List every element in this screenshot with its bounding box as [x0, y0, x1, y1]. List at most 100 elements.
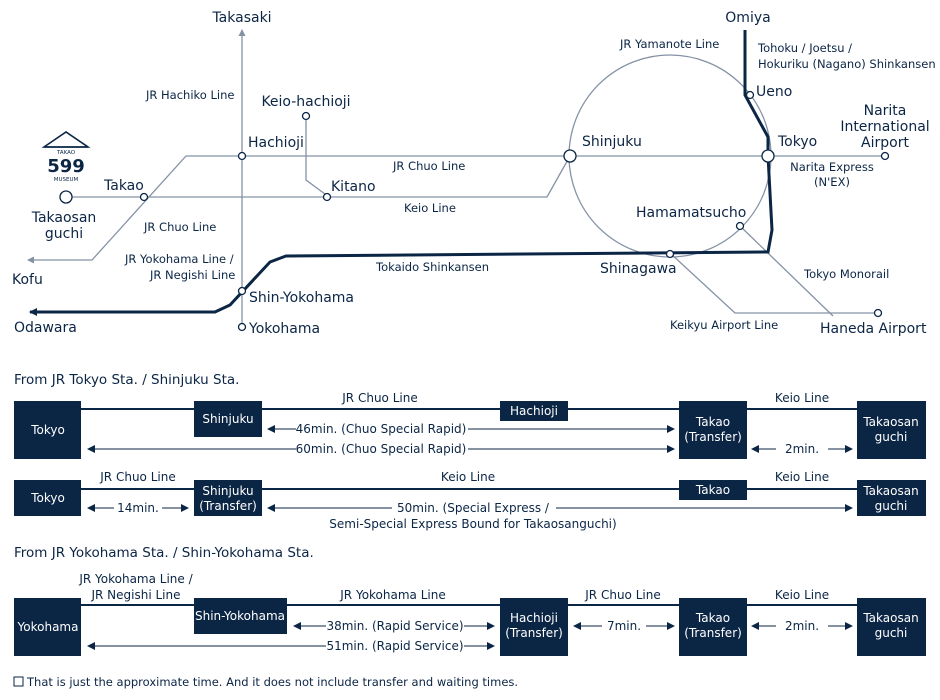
- row3-line-label-yokohama-negishi-2: JR Negishi Line: [90, 588, 180, 602]
- box-shinjuku-text: Shinjuku: [202, 412, 253, 426]
- box-hachioji-transfer: [500, 598, 568, 656]
- row1-line-label-chuo: JR Chuo Line: [341, 391, 417, 405]
- label-kofu: Kofu: [12, 272, 43, 288]
- row3-time-7: 7min.: [607, 619, 641, 633]
- section-heading-tokyo-shinjuku: From JR Tokyo Sta. / Shinjuku Sta.: [14, 372, 239, 388]
- keio-line: [66, 155, 571, 198]
- row2-time-14: 14min.: [117, 501, 159, 515]
- label-omiya: Omiya: [725, 10, 770, 26]
- label-tokyo: Tokyo: [777, 134, 817, 150]
- box-takao-2: [679, 480, 747, 500]
- label-takao: Takao: [103, 178, 144, 194]
- station-marker-takao[interactable]: [139, 192, 149, 202]
- box-shin-yokohama-text: Shin-Yokohama: [195, 609, 285, 623]
- route-row-2: Tokyo Shinjuku (Transfer) Takao Takaosan…: [14, 470, 926, 531]
- row2-line-label-keio: Keio Line: [441, 470, 495, 484]
- station-marker-keio-hachioji[interactable]: [301, 111, 311, 121]
- route-map: [27, 29, 885, 327]
- box-tokyo: [14, 401, 81, 459]
- label-yokohama-negishi-2: JR Negishi Line: [149, 268, 235, 282]
- label-narita-3: Airport: [861, 135, 909, 151]
- row1-time-60: 60min. (Chuo Special Rapid): [296, 442, 467, 456]
- station-marker-hachioji[interactable]: [237, 151, 247, 161]
- row2-line-label-chuo: JR Chuo Line: [99, 470, 175, 484]
- box-takao-text-1: Takao: [695, 415, 730, 429]
- row3-time-38: 38min. (Rapid Service): [326, 619, 463, 633]
- row3-line-label-chuo: JR Chuo Line: [584, 588, 660, 602]
- box-tokyo-2: [14, 480, 81, 516]
- box-takao-transfer-3-text-1: Takao: [695, 611, 730, 625]
- label-tohoku-2: Hokuriku (Nagano) Shinkansen: [758, 57, 936, 71]
- logo-number: 599: [47, 156, 85, 177]
- row3-line-label-yokohama-negishi-1: JR Yokohama Line /: [78, 572, 193, 586]
- box-shinjuku-transfer: [194, 480, 262, 516]
- label-tokaido-shinkansen: Tokaido Shinkansen: [375, 260, 489, 274]
- shinkansen-line: [29, 30, 774, 316]
- row1-time-46: 46min. (Chuo Special Rapid): [296, 422, 467, 436]
- box-hachioji-text: Hachioji: [510, 404, 558, 418]
- row2-line-label-keio-2: Keio Line: [775, 470, 829, 484]
- label-narita-1: Narita: [864, 103, 907, 119]
- box-takaosanguchi-text-1: Takaosan: [862, 415, 918, 429]
- route-row-3: Yokohama Shin-Yokohama Hachioji (Transfe…: [14, 572, 926, 656]
- label-narita-express-2: (N'EX): [814, 175, 850, 189]
- box-hachioji-transfer-text-2: (Transfer): [505, 626, 563, 640]
- box-takaosanguchi-text-2: guchi: [875, 430, 908, 444]
- logo-bottom-text: MUSEUM: [54, 177, 79, 183]
- label-narita-express-1: Narita Express: [790, 160, 874, 174]
- label-yokohama: Yokohama: [248, 321, 320, 337]
- row2-time-50-2: Semi-Special Express Bound for Takaosang…: [329, 517, 616, 531]
- box-takaosanguchi-2-text-2: guchi: [875, 499, 908, 513]
- section-heading-yokohama: From JR Yokohama Sta. / Shin-Yokohama St…: [14, 545, 314, 561]
- label-takasaki: Takasaki: [211, 10, 271, 26]
- label-chuo-line-top: JR Chuo Line: [392, 159, 465, 173]
- station-marker-shinagawa[interactable]: [665, 249, 675, 259]
- station-marker-narita[interactable]: [880, 151, 890, 161]
- keikyu-line: [669, 252, 878, 314]
- box-takao-transfer: [679, 401, 747, 459]
- row1-line-label-keio: Keio Line: [775, 391, 829, 405]
- box-takao-transfer-3: [679, 598, 747, 656]
- row3-time-51: 51min. (Rapid Service): [326, 639, 463, 653]
- box-yokohama: [14, 598, 81, 656]
- label-ueno: Ueno: [756, 84, 792, 100]
- station-marker-yokohama[interactable]: [237, 322, 247, 332]
- label-yokohama-negishi-1: JR Yokohama Line /: [124, 252, 234, 266]
- box-takaosanguchi-3-text-2: guchi: [875, 626, 908, 640]
- label-hachiko-line: JR Hachiko Line: [145, 88, 234, 102]
- station-marker-haneda[interactable]: [873, 308, 883, 318]
- station-marker-ueno[interactable]: [745, 90, 755, 100]
- station-marker-shinjuku[interactable]: [563, 149, 577, 163]
- box-takaosanguchi-3: [857, 598, 926, 656]
- label-kitano: Kitano: [331, 179, 376, 195]
- label-hamamatsucho: Hamamatsucho: [636, 205, 746, 221]
- museum-logo: TAKAO 599 MUSEUM: [41, 131, 91, 183]
- route-row-1: Tokyo Shinjuku Hachioji Takao (Transfer)…: [14, 391, 926, 459]
- label-shinagawa: Shinagawa: [600, 261, 677, 277]
- box-yokohama-text: Yokohama: [17, 620, 79, 634]
- footnote-text: That is just the approximate time. And i…: [26, 675, 518, 689]
- label-hachioji: Hachioji: [248, 135, 304, 151]
- label-yamanote-line: JR Yamanote Line: [619, 37, 719, 51]
- chuo-line: [27, 155, 885, 264]
- label-keikyu-line: Keikyu Airport Line: [670, 318, 778, 332]
- label-narita-2: International: [840, 119, 929, 135]
- label-tokyo-monorail: Tokyo Monorail: [803, 267, 889, 281]
- clock-icon: [13, 676, 24, 687]
- station-marker-tokyo[interactable]: [761, 149, 775, 163]
- box-takaosanguchi: [857, 401, 926, 459]
- label-takaosanguchi-2: guchi: [45, 226, 83, 242]
- box-hachioji: [500, 401, 568, 421]
- box-takao-transfer-3-text-2: (Transfer): [684, 626, 742, 640]
- box-shinjuku-transfer-text-1: Shinjuku: [202, 484, 253, 498]
- box-takao-text-2: (Transfer): [684, 430, 742, 444]
- label-keio-hachioji: Keio-hachioji: [261, 94, 350, 110]
- row3-line-label-yokohama: JR Yokohama Line: [339, 588, 445, 602]
- footnote: That is just the approximate time. And i…: [13, 675, 518, 689]
- box-shinjuku-transfer-text-2: (Transfer): [199, 499, 257, 513]
- station-marker-shin-yokohama[interactable]: [237, 286, 247, 296]
- station-marker-takaosanguchi[interactable]: [59, 190, 73, 204]
- station-marker-kitano[interactable]: [322, 192, 332, 202]
- station-marker-hamamatsucho[interactable]: [735, 221, 745, 231]
